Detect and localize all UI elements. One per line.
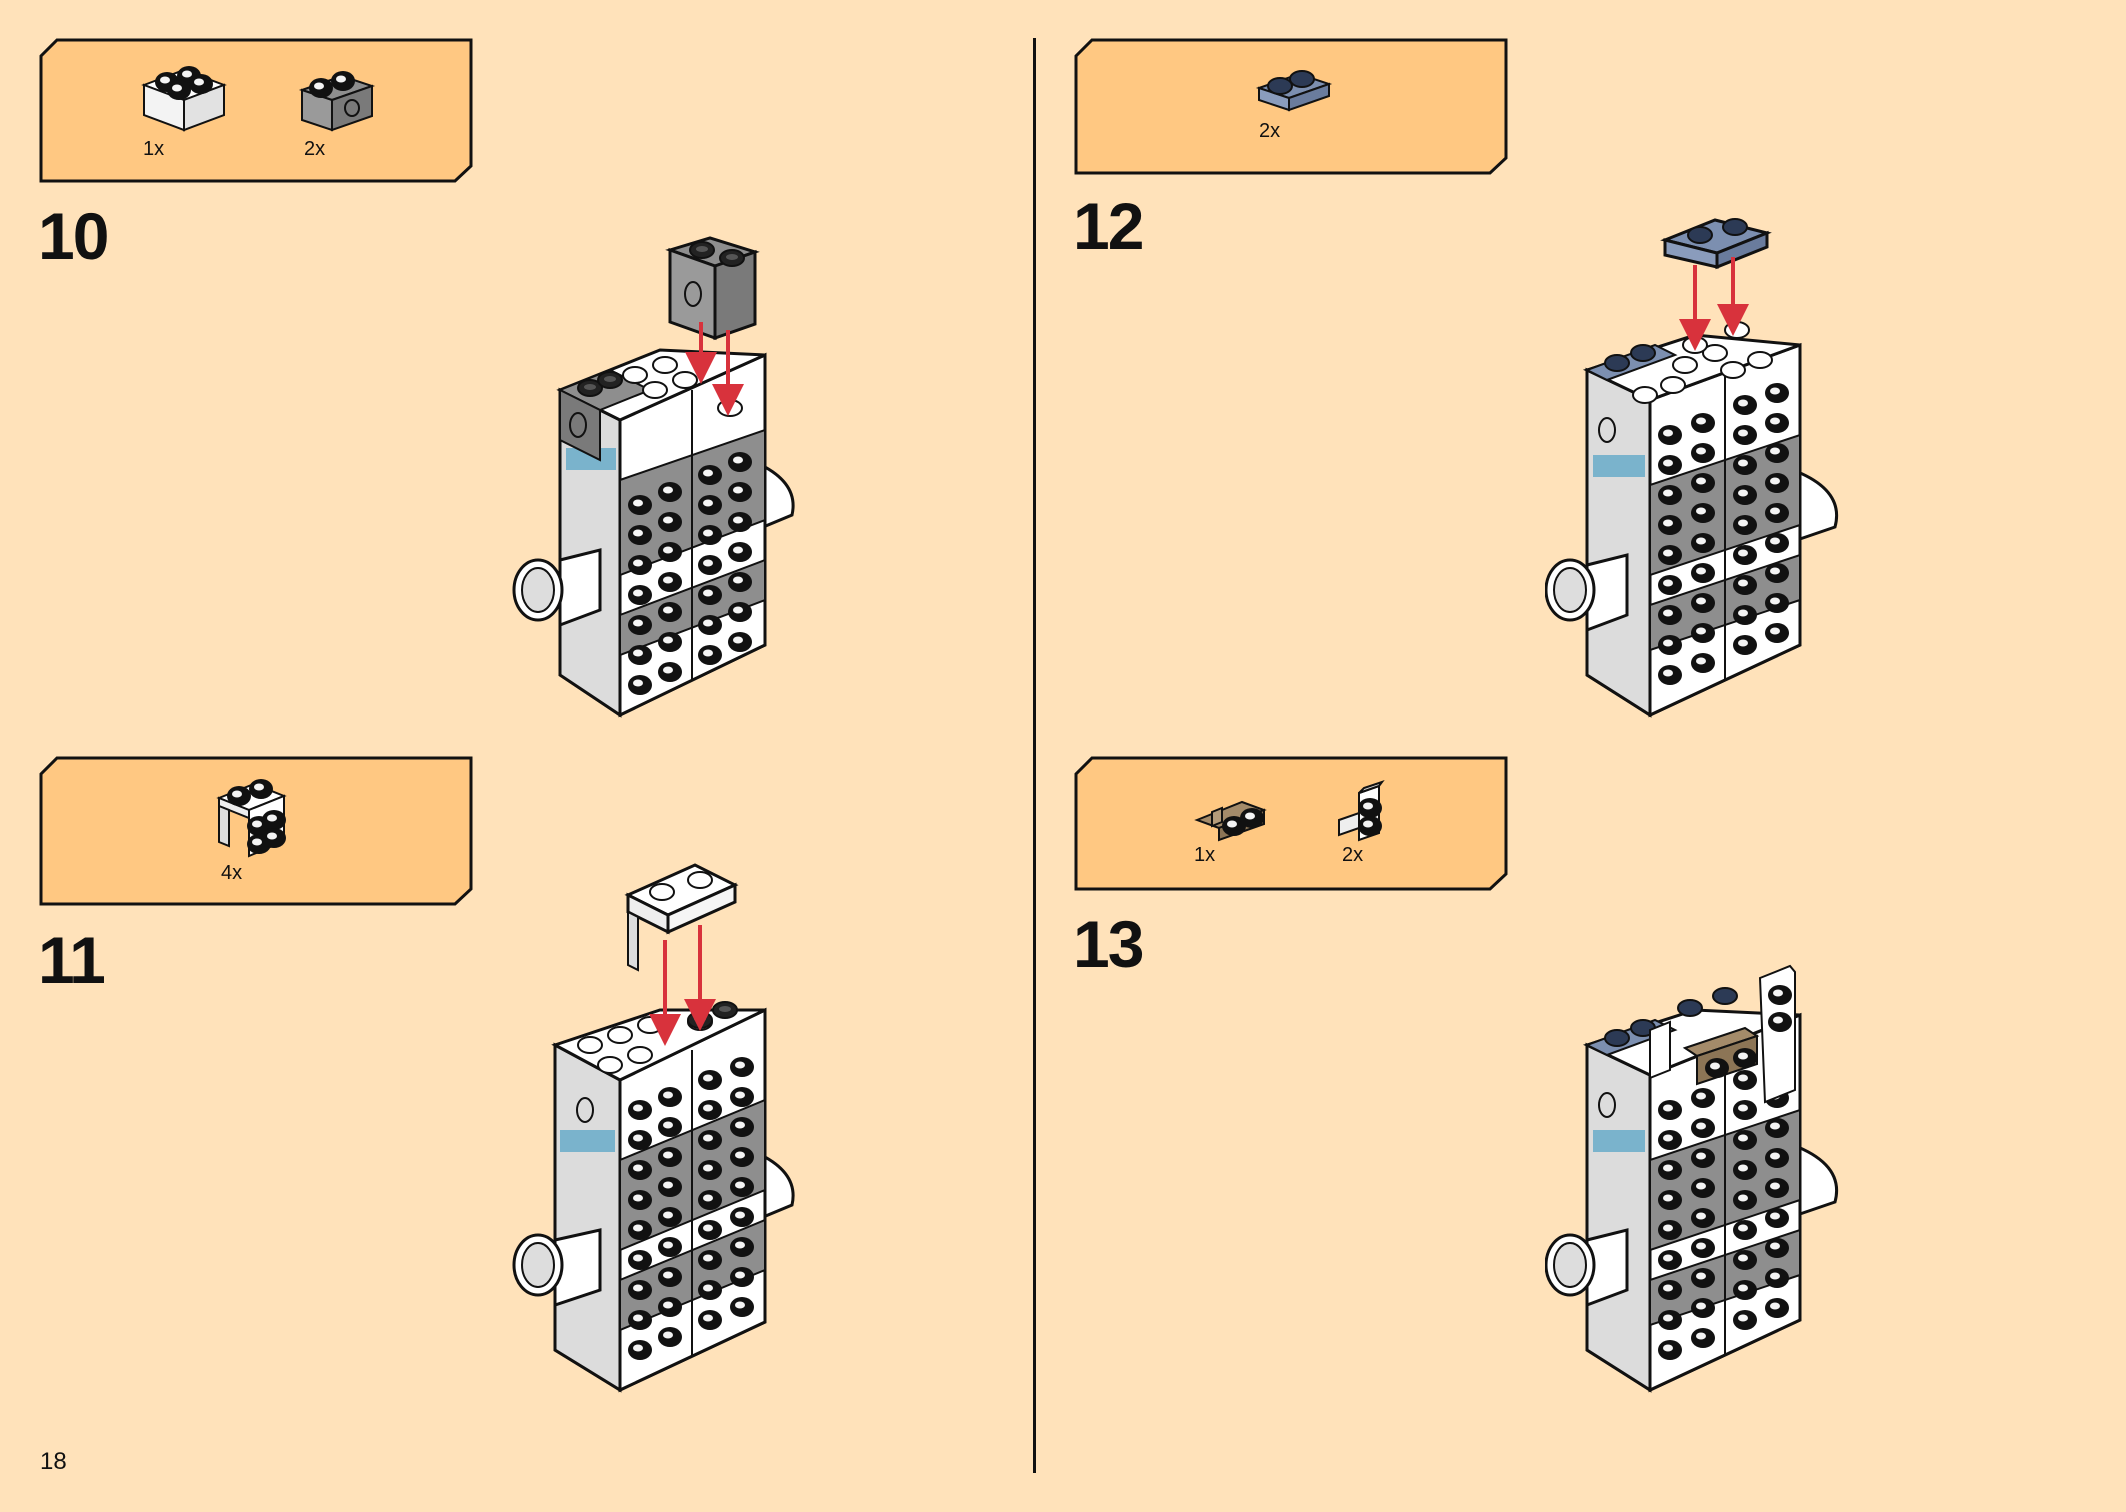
page-divider [1033, 38, 1036, 1473]
sand-blue-plate-1x2-icon [1255, 70, 1333, 112]
part-qty-step-13-1: 1x [1194, 844, 1216, 866]
part-qty-step-12-1: 2x [1259, 120, 1281, 142]
parts-callout-step-10: 1x 2x [39, 38, 474, 183]
part-qty-step-10-1: 1x [143, 138, 165, 160]
part-qty-step-13-2: 2x [1342, 844, 1364, 866]
parts-callout-step-13: 1x 2x [1074, 756, 1509, 891]
model-assembly-step-12 [1545, 218, 1839, 718]
part-qty-step-11-1: 4x [221, 862, 243, 884]
parts-callout-step-12: 2x [1074, 38, 1509, 175]
step-number-11: 11 [38, 923, 106, 997]
white-bracket-icon [1338, 780, 1385, 842]
page-number: 18 [40, 1448, 67, 1475]
white-brick-2x2-icon [141, 66, 227, 132]
model-assembly-step-13 [1545, 964, 1839, 1393]
step-number-13: 13 [1073, 907, 1144, 981]
model-assembly-step-10 [512, 236, 795, 718]
tan-bracket-icon [1194, 800, 1267, 842]
step-number-10: 10 [38, 199, 109, 273]
white-bracket-icon [216, 779, 287, 858]
gray-technic-brick-1x2-icon [298, 71, 376, 132]
step-number-12: 12 [1073, 189, 1144, 263]
part-qty-step-10-2: 2x [304, 138, 326, 160]
parts-callout-step-11: 4x [39, 756, 474, 906]
model-assembly-step-11 [512, 863, 795, 1393]
